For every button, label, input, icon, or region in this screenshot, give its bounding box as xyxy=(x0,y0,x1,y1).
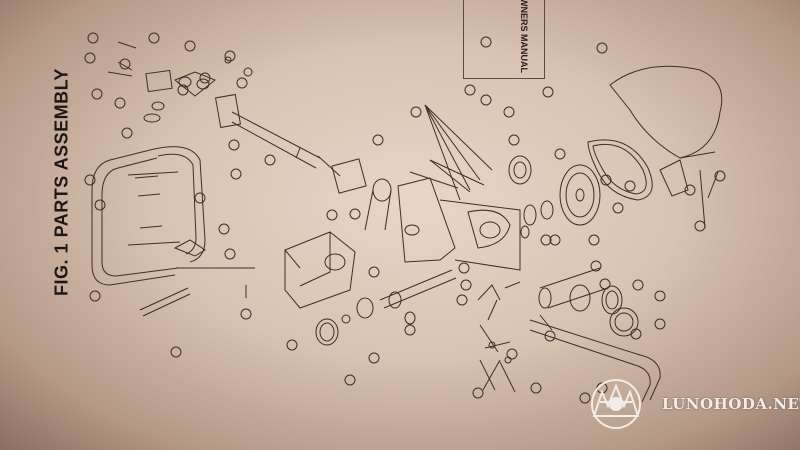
tine-shaft-housing xyxy=(529,267,661,403)
upper-arm-assembly xyxy=(107,41,341,177)
pulley-assembly xyxy=(508,155,601,239)
clutch-hardware xyxy=(477,281,521,393)
transmission-plate xyxy=(331,158,521,271)
watermark-text: LUNOHODA.NET xyxy=(662,395,800,413)
handle-frame xyxy=(91,146,255,286)
leader-lines xyxy=(409,104,501,391)
belt-cover xyxy=(609,65,723,229)
drive-shaft xyxy=(341,269,457,325)
owners-manual-frame xyxy=(463,0,545,79)
gear-housing xyxy=(284,231,356,346)
drive-belt xyxy=(587,139,653,201)
lunohoda-logo xyxy=(591,379,641,429)
callout-markers xyxy=(84,32,726,404)
handle-hardware xyxy=(134,175,247,317)
